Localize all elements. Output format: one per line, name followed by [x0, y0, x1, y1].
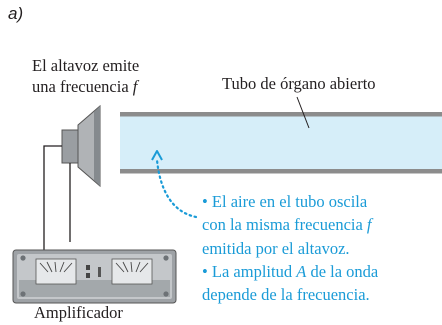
speaker-wire [43, 145, 62, 256]
tube-top-wall [120, 112, 442, 117]
notes-block: • El aire en el tubo oscila con la misma… [202, 190, 378, 306]
note-line-1: • El aire en el tubo oscila [202, 192, 368, 211]
amplitude-symbol: A [296, 261, 307, 281]
speaker-icon [61, 104, 101, 188]
note-line-3: emitida por el altavoz. [202, 238, 350, 258]
amplifier-label: Amplificador [34, 303, 123, 322]
note-line-4: • La amplitud A de la onda [202, 261, 379, 281]
arrow-head [151, 150, 163, 161]
part-label: a) [8, 4, 24, 23]
frequency-symbol: f [366, 215, 372, 235]
speaker-caption: El altavoz emite una frecuencia f [32, 55, 139, 97]
speaker-caption-line-1: El altavoz emite [32, 56, 140, 75]
tube-label-leader [296, 96, 310, 129]
tube-bottom-wall [120, 169, 442, 174]
frequency-symbol: f [132, 77, 138, 96]
amplifier-icon [12, 249, 177, 304]
note-line-2: con la misma frecuencia f [202, 215, 372, 235]
air-oscillation-arrow [155, 158, 198, 219]
note-line-5: depende de la frecuencia. [202, 285, 370, 305]
tube-air [120, 115, 442, 171]
tube-label: Tubo de órgano abierto [222, 74, 376, 93]
speaker-caption-line-2: una frecuencia f [32, 77, 138, 96]
